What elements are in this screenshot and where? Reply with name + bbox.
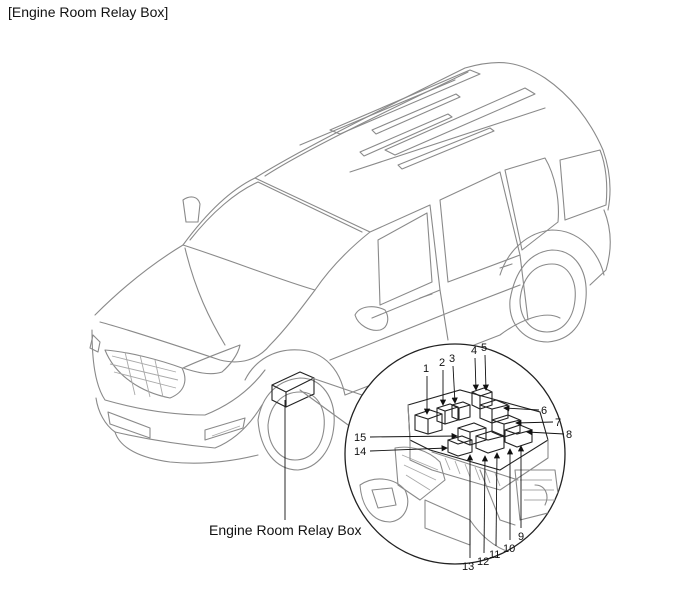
relay-num-11: 11 xyxy=(489,549,500,561)
diagram-title: [Engine Room Relay Box] xyxy=(8,4,169,20)
relay-num-1: 1 xyxy=(423,363,429,375)
relay-box-on-vehicle xyxy=(271,371,315,408)
relay-num-13: 13 xyxy=(462,561,474,573)
relay-num-10: 10 xyxy=(503,543,515,555)
relay-num-14: 14 xyxy=(354,446,366,458)
relay-num-2: 2 xyxy=(439,357,445,369)
relay-num-15: 15 xyxy=(354,432,366,444)
relay-num-4: 4 xyxy=(471,345,477,357)
vehicle-outline xyxy=(89,62,611,471)
relay-num-6: 6 xyxy=(541,405,547,417)
relay-num-9: 9 xyxy=(518,531,524,543)
relay-num-3: 3 xyxy=(449,353,455,365)
relay-num-8: 8 xyxy=(566,429,572,441)
relay-box-callout-label: Engine Room Relay Box xyxy=(209,522,362,538)
relay-num-12: 12 xyxy=(477,556,489,568)
relay-num-5: 5 xyxy=(481,342,487,354)
relay-box-detail xyxy=(359,387,561,553)
zoom-line-upper xyxy=(311,377,363,396)
detail-magnifier-circle xyxy=(344,343,566,565)
zoom-line-lower xyxy=(299,389,356,431)
relay-callout-numbers: 1 2 3 4 5 6 7 8 9 10 11 12 13 xyxy=(354,342,572,573)
relay-num-7: 7 xyxy=(555,417,561,429)
